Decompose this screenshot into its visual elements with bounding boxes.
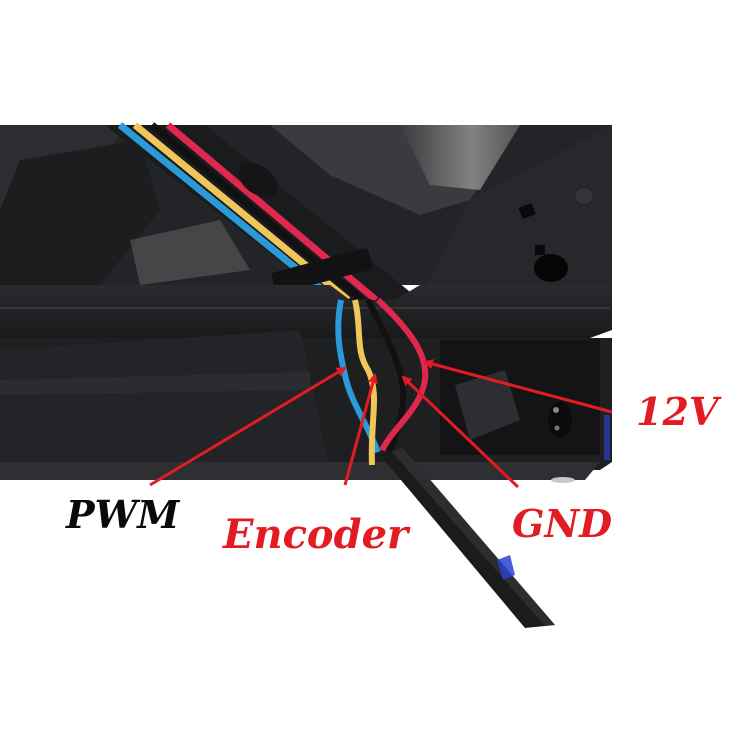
arrow-gnd: [401, 375, 520, 489]
wire-red: [375, 297, 429, 452]
label-12v: 12V: [636, 389, 719, 434]
mounting-hole: [534, 254, 568, 282]
fan-frame: [0, 285, 612, 483]
fan-interior: [0, 125, 612, 300]
arrow-12v: [423, 359, 613, 414]
label-pwm: PWM: [66, 492, 180, 537]
wire-yellow: [352, 299, 378, 466]
arrow-encoder: [343, 373, 378, 486]
arrow-pwm: [149, 366, 347, 487]
annotation-arrows: [149, 359, 613, 489]
label-gnd: GND: [512, 501, 613, 546]
cable-sheath: [380, 447, 555, 628]
label-encoder: Encoder: [223, 511, 409, 558]
wire-black: [365, 298, 407, 461]
wire-bundle: [335, 297, 429, 466]
cable-strut: [105, 122, 420, 303]
